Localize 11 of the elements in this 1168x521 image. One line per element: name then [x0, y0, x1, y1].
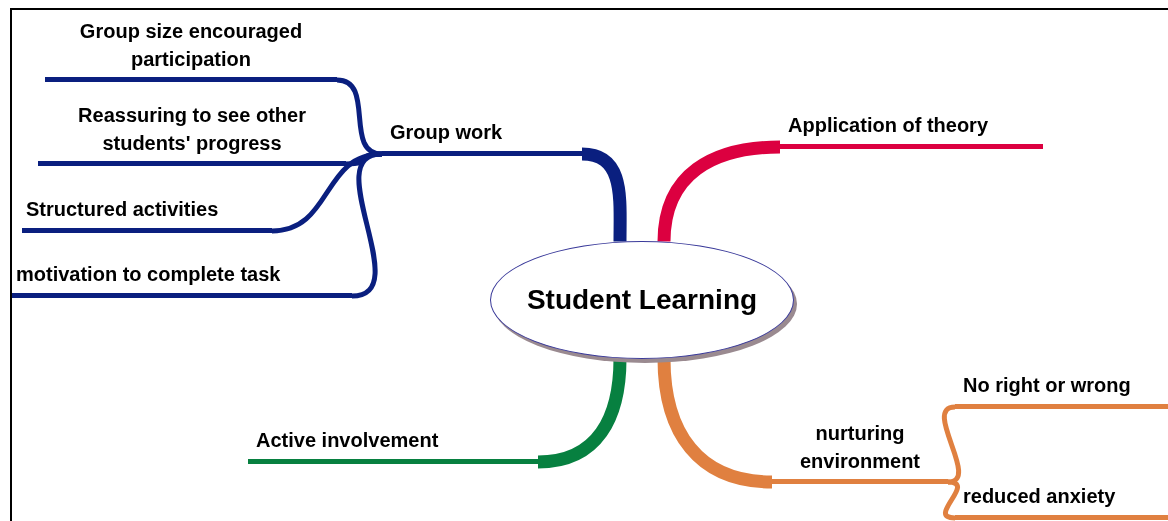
branch-topic: Application of theory	[780, 113, 1043, 149]
branch-topic: Reassuring to see other students' progress	[38, 98, 346, 166]
branch-topic: reduced anxiety	[955, 485, 1168, 520]
branch-topic: No right or wrong	[955, 373, 1168, 409]
branch-topic: Group work	[382, 120, 582, 156]
branch-topic: Active involvement	[248, 427, 538, 464]
branch-line	[657, 140, 781, 243]
branch-topic: motivation to complete task	[12, 262, 352, 298]
branch-topic: nurturing environment	[772, 418, 948, 484]
branch-topic: Group size encouraged participation	[45, 16, 337, 82]
branch-topic: Structured activities	[22, 197, 272, 233]
